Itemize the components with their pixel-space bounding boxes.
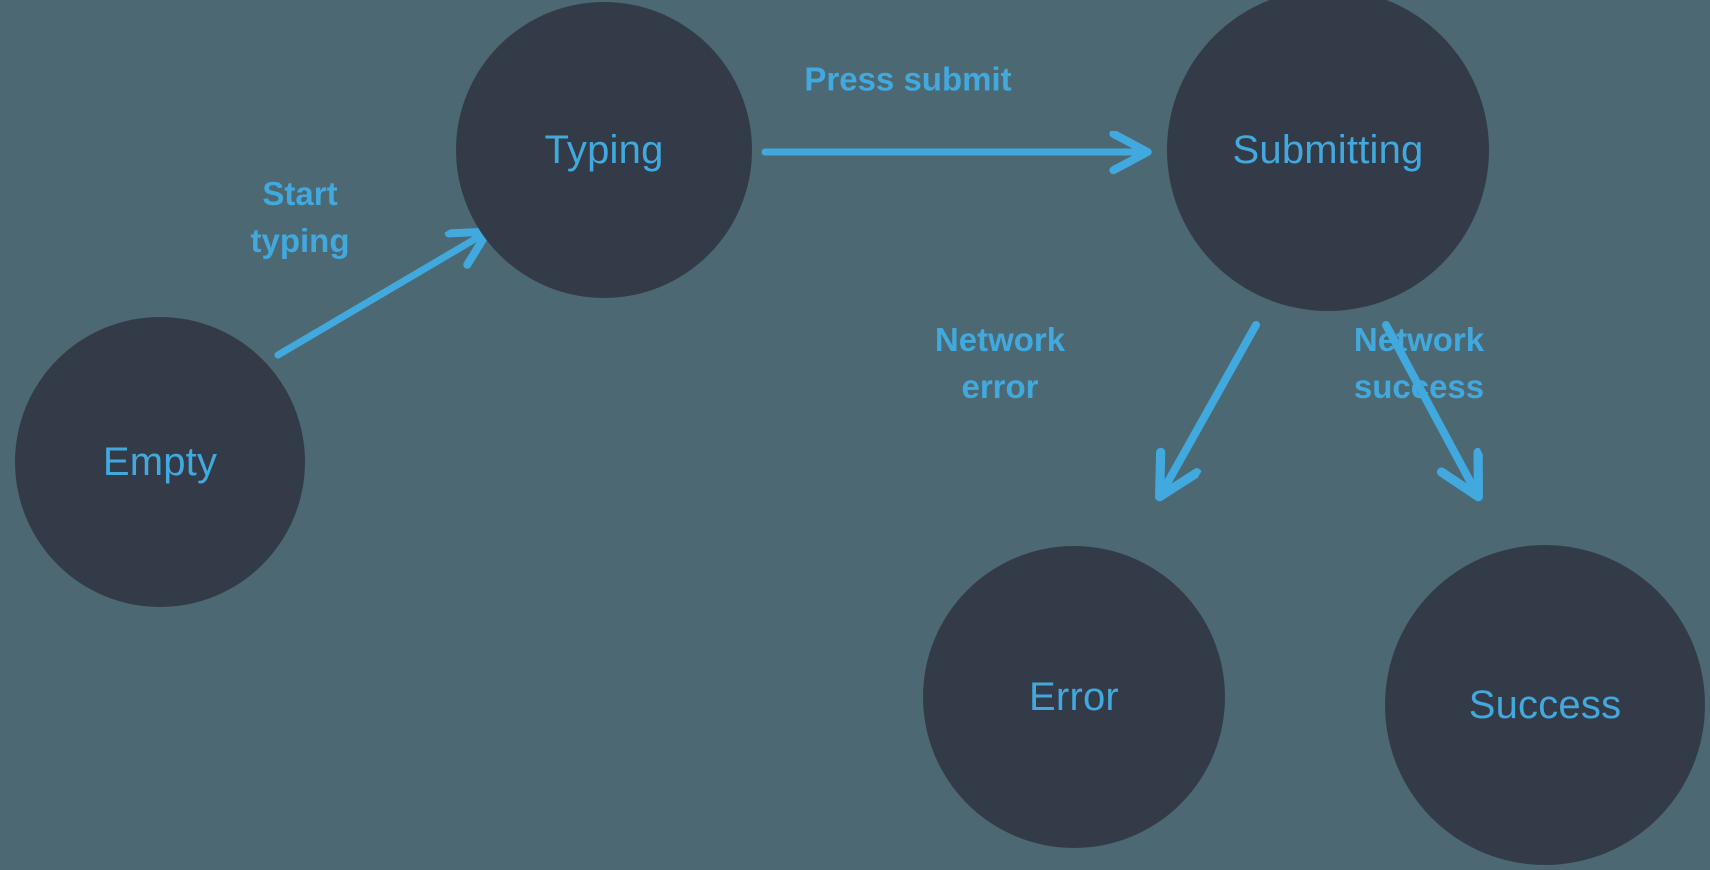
edge-network-error	[1160, 321, 1260, 496]
state-node-error-label: Error	[1029, 675, 1119, 719]
state-node-submitting[interactable]: Submitting	[1167, 0, 1489, 311]
edge-network-success	[1382, 321, 1478, 496]
state-node-typing-label: Typing	[544, 128, 664, 172]
state-node-empty-label: Empty	[102, 440, 218, 484]
state-node-empty[interactable]: Empty	[15, 317, 305, 607]
state-node-error[interactable]: Error	[923, 546, 1225, 848]
edge-start-typing	[274, 232, 487, 359]
state-node-success[interactable]: Success	[1385, 545, 1705, 865]
state-node-submitting-label: Submitting	[1232, 128, 1424, 172]
state-node-typing[interactable]: Typing	[456, 2, 752, 298]
state-node-success-label: Success	[1468, 683, 1622, 727]
